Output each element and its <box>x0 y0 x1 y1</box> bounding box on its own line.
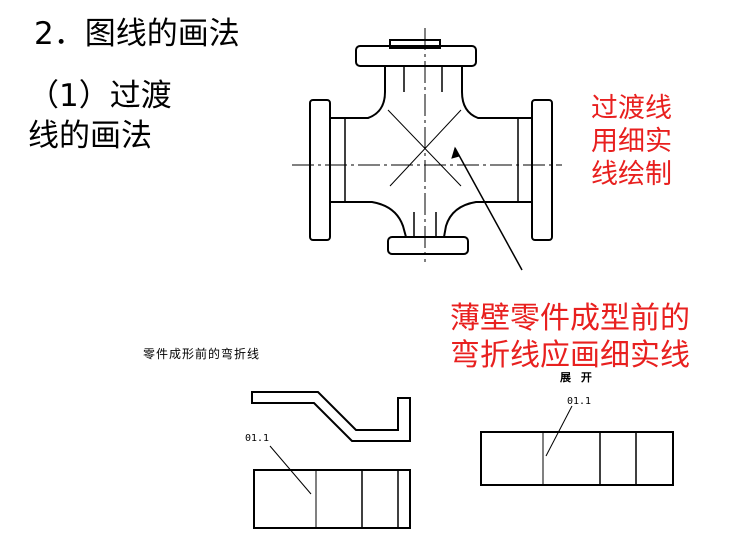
body-outline-tl <box>330 66 386 119</box>
body-outline-bl <box>330 201 407 238</box>
bottom-flange <box>387 236 469 255</box>
unfolded-part-caption: 展 开 <box>560 371 595 384</box>
leader-arrow <box>451 146 460 159</box>
transition-note-line-1: 过渡线 <box>591 93 672 124</box>
transition-note-line-2: 用细实 <box>591 126 672 157</box>
top-bore <box>403 66 443 92</box>
section-heading: 2．图线的画法 <box>34 16 240 52</box>
subheading-line-2: 线的画法 <box>28 118 152 154</box>
subheading-line-1: （1）过渡 <box>28 78 172 114</box>
body-outline-br <box>443 201 532 238</box>
bent-profile <box>251 391 411 442</box>
bent-part-plan <box>253 469 411 529</box>
transition-note-line-3: 线绘制 <box>591 159 672 190</box>
top-flange <box>355 45 477 67</box>
right-leader-line <box>545 405 573 457</box>
left-flange <box>309 99 331 241</box>
bent-part-caption: 零件成形前的弯折线 <box>143 347 261 361</box>
right-flange <box>531 99 553 241</box>
bent-part-label: 01.1 <box>245 433 270 444</box>
unfolded-part-label: 01.1 <box>567 396 592 407</box>
top-flange-hub <box>389 39 441 49</box>
left-leader-line <box>269 445 312 495</box>
bend-note-line-1: 薄壁零件成型前的 <box>450 301 690 336</box>
unfolded-part-drawing <box>480 405 674 486</box>
leader-line <box>454 147 523 271</box>
bend-note-line-2: 弯折线应画细实线 <box>450 338 690 373</box>
unfolded-part-outline <box>480 431 674 486</box>
body-outline-tr <box>461 66 532 119</box>
bottom-bore <box>413 212 437 237</box>
pipe-cross-drawing <box>292 28 562 271</box>
bent-part-drawing <box>251 391 411 529</box>
